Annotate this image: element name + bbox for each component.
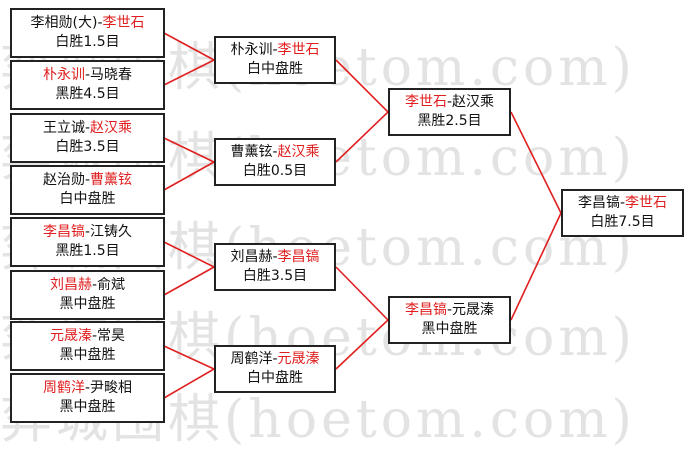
player-1-winner: 李昌镐: [404, 302, 447, 318]
connector-line: [335, 59, 389, 113]
player-2-winner: 赵汉乘: [277, 144, 320, 160]
round2-match-4: 周鹤洋-元晟溱 白中盘胜: [214, 345, 336, 393]
player-1-winner: 李世石: [404, 94, 447, 110]
match-result: 白胜7.5目: [590, 214, 655, 230]
connector-line: [510, 111, 562, 214]
player-2: 尹畯相: [90, 380, 133, 396]
player-2: 赵汉乘: [452, 94, 495, 110]
player-1: 赵治勋: [42, 172, 85, 188]
player-2-winner: 李昌镐: [277, 249, 320, 265]
match-result: 白胜1.5目: [55, 34, 120, 50]
player-2: 俞斌: [97, 277, 126, 293]
match-players: 周鹤洋-元晟溱: [230, 351, 320, 367]
match-result: 白中盘胜: [247, 370, 303, 386]
match-players: 王立诚-赵汉乘: [42, 120, 133, 136]
player-1-winner: 李昌镐: [42, 224, 85, 240]
round3-match-1: 李世石-赵汉乘 黑胜2.5目: [388, 88, 511, 136]
round1-match-5: 李昌镐-江铸久 黑胜1.5目: [10, 217, 165, 267]
player-1: 李相勋(大): [30, 15, 98, 31]
player-1-winner: 元晟溱: [49, 328, 92, 344]
connector-line: [335, 319, 389, 370]
match-players: 朴永训-李世石: [230, 42, 320, 58]
connector-line: [335, 266, 389, 321]
connector-line: [510, 212, 562, 321]
connector-line: [163, 161, 215, 191]
match-result: 白胜0.5目: [242, 163, 308, 179]
player-1-winner: 周鹤洋: [42, 380, 85, 396]
player-2: 元晟溱: [452, 302, 495, 318]
player-2-winner: 曹薰铉: [90, 172, 133, 188]
connector-line: [335, 111, 389, 163]
player-1: 王立诚: [42, 120, 85, 136]
connector-line: [163, 59, 215, 86]
connector-line: [163, 368, 215, 399]
match-players: 赵治勋-曹薰铉: [42, 172, 133, 188]
match-result: 白胜3.5目: [55, 139, 120, 155]
match-players: 李昌镐-李世石: [577, 195, 668, 211]
match-players: 李昌镐-元晟溱: [404, 302, 495, 318]
round1-match-4: 赵治勋-曹薰铉 白中盘胜: [10, 165, 165, 215]
round1-match-2: 朴永训-马晓春 黑胜4.5目: [10, 60, 165, 110]
match-players: 李相勋(大)-李世石: [30, 15, 145, 31]
round1-match-8: 周鹤洋-尹畯相 黑中盘胜: [10, 373, 165, 423]
player-2-winner: 李世石: [625, 195, 668, 211]
match-players: 李昌镐-江铸久: [42, 224, 133, 240]
match-result: 黑胜1.5目: [55, 243, 120, 259]
match-result: 黑中盘胜: [421, 321, 478, 337]
match-result: 白中盘胜: [247, 61, 303, 77]
match-result: 白胜3.5目: [242, 268, 308, 284]
connector-line: [163, 137, 215, 163]
player-1-winner: 朴永训: [42, 67, 85, 83]
player-2: 马晓春: [90, 67, 133, 83]
match-players: 周鹤洋-尹畯相: [42, 380, 133, 396]
player-1: 朴永训: [230, 42, 273, 58]
match-players: 李世石-赵汉乘: [404, 94, 495, 110]
match-result: 黑中盘胜: [59, 296, 116, 312]
match-players: 曹薰铉-赵汉乘: [230, 144, 320, 160]
connector-line: [163, 345, 215, 370]
match-result: 黑中盘胜: [59, 399, 116, 415]
player-2-winner: 赵汉乘: [90, 120, 133, 136]
round1-match-1: 李相勋(大)-李世石 白胜1.5目: [10, 8, 165, 58]
match-players: 朴永训-马晓春: [42, 67, 133, 83]
match-players: 刘昌赫-李昌镐: [230, 249, 320, 265]
match-result: 白中盘胜: [59, 191, 116, 207]
player-1: 刘昌赫: [230, 249, 273, 265]
player-1: 周鹤洋: [230, 351, 273, 367]
player-2-winner: 李世石: [277, 42, 320, 58]
player-2-winner: 李世石: [102, 15, 145, 31]
round1-match-6: 刘昌赫-俞斌 黑中盘胜: [10, 270, 165, 320]
connector-line: [163, 266, 215, 296]
round1-match-3: 王立诚-赵汉乘 白胜3.5目: [10, 113, 165, 163]
match-result: 黑中盘胜: [59, 347, 116, 363]
match-result: 黑胜4.5目: [55, 86, 120, 102]
round2-match-3: 刘昌赫-李昌镐 白胜3.5目: [214, 243, 336, 291]
round1-match-7: 元晟溱-常昊 黑中盘胜: [10, 321, 165, 371]
round2-match-1: 朴永训-李世石 白中盘胜: [214, 36, 336, 84]
match-players: 元晟溱-常昊: [49, 328, 126, 344]
round2-match-2: 曹薰铉-赵汉乘 白胜0.5目: [214, 138, 336, 186]
player-2-winner: 元晟溱: [277, 351, 320, 367]
round3-match-2: 李昌镐-元晟溱 黑中盘胜: [388, 296, 511, 344]
connector-line: [163, 32, 215, 61]
player-1: 曹薰铉: [230, 144, 273, 160]
match-players: 刘昌赫-俞斌: [49, 277, 126, 293]
match-result: 黑胜2.5目: [417, 113, 482, 129]
bracket-connectors: [163, 32, 562, 399]
player-1-winner: 刘昌赫: [49, 277, 92, 293]
player-2: 江铸久: [90, 224, 133, 240]
connector-line: [163, 241, 215, 268]
player-2: 常昊: [97, 328, 126, 344]
final-match: 李昌镐-李世石 白胜7.5目: [561, 189, 684, 237]
player-1: 李昌镐: [577, 195, 620, 211]
